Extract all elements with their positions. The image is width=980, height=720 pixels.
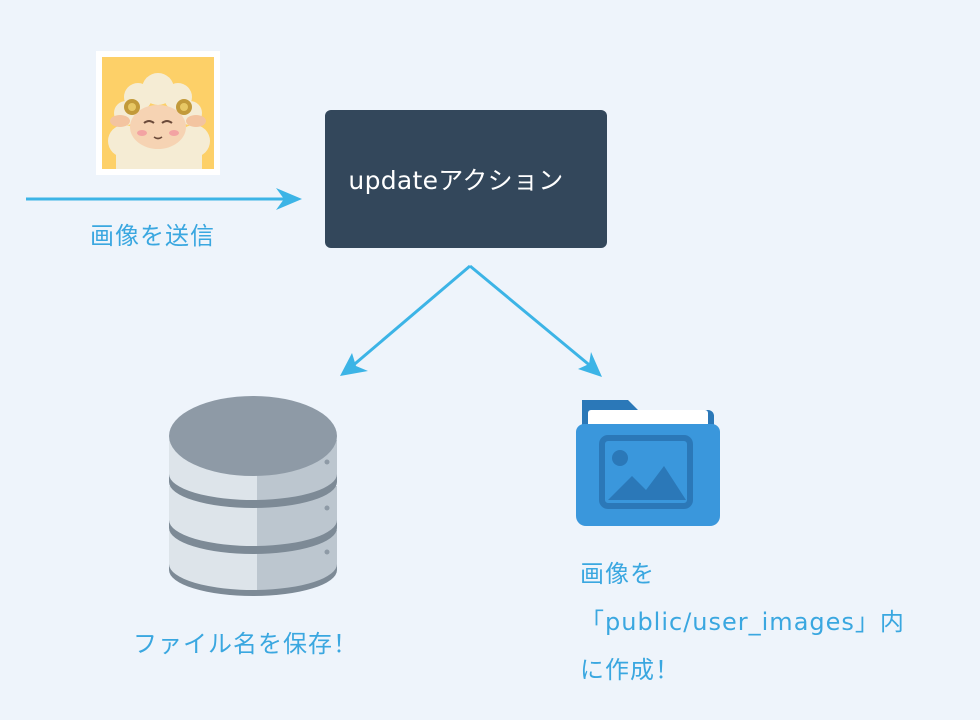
save-filename-label: ファイル名を保存！ xyxy=(133,630,358,658)
image-folder-icon xyxy=(576,400,720,526)
sheep-image-icon xyxy=(96,51,220,175)
branch-arrow-to-folder xyxy=(469,264,602,377)
create-in-folder-label: 画像を 「public/user_images」内 に作成！ xyxy=(580,550,905,694)
folder-label-line-1: 画像を xyxy=(580,560,655,588)
update-action-box: updateアクション xyxy=(325,110,607,248)
send-image-label: 画像を送信 xyxy=(90,222,215,250)
folder-label-line-3: に作成！ xyxy=(580,656,680,684)
folder-label-line-2: 「public/user_images」内 xyxy=(580,608,905,636)
send-arrow xyxy=(26,188,302,210)
branch-arrow-to-database xyxy=(340,264,471,376)
update-action-label: updateアクション xyxy=(348,166,564,195)
database-icon xyxy=(168,396,338,596)
